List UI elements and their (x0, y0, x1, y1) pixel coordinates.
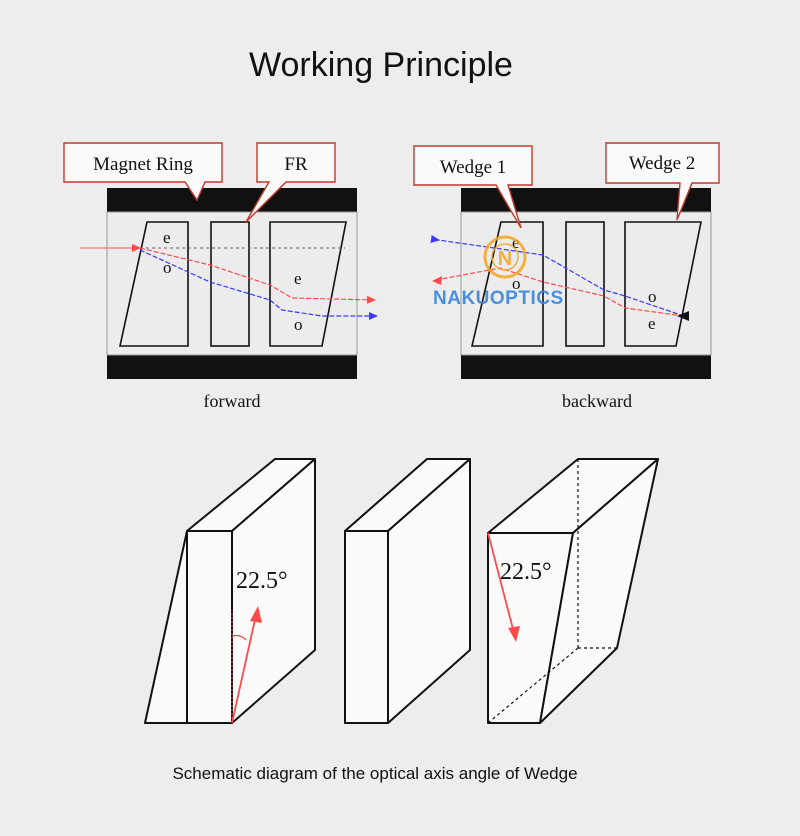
forward-faraday-rotator (210, 221, 250, 347)
backward-e-ray (435, 267, 685, 317)
forward-o-label-1: o (163, 258, 172, 277)
backward-wedge-1 (470, 221, 544, 347)
wedge-schematic (144, 458, 659, 724)
wedge-1-angle-arc (231, 634, 247, 641)
schematic-wedge-2 (487, 458, 659, 724)
backward-panel: e o o e Wedge 1 Wedge 2 N NAKUOPTICS bac… (413, 142, 720, 411)
wedge-2-callout: Wedge 2 (605, 142, 720, 221)
magnet-ring-label: Magnet Ring (93, 154, 193, 175)
optical-axis-arrows (231, 532, 520, 724)
backward-bottom-bar (461, 355, 711, 379)
backward-o-label-1: o (512, 274, 521, 293)
forward-wedge-2 (269, 221, 347, 347)
wedge-1-angle-label: 22.5° (236, 568, 288, 594)
forward-panel: e o e o Magnet Ring FR forward (63, 142, 378, 411)
forward-e-ray (139, 247, 376, 304)
wedge-2-axis-arrowhead (508, 626, 520, 642)
watermark-text: NAKUOPTICS (433, 288, 564, 309)
forward-e-label-2: e (294, 269, 302, 288)
backward-input-arrowhead (677, 311, 689, 321)
schematic-wedge-1 (144, 458, 316, 724)
diagram-caption: Schematic diagram of the optical axis an… (172, 764, 578, 783)
wedge-1-axis-arrowhead (250, 606, 262, 623)
magnet-ring-top-bar (107, 188, 357, 212)
wedge-2-hidden-edge-d (487, 647, 579, 724)
wedge-1-callout: Wedge 1 (413, 145, 533, 229)
wedge-2-axis-arrow (487, 532, 515, 634)
page-title: Working Principle (249, 46, 513, 84)
backward-o-ray (430, 235, 685, 317)
fr-label: FR (284, 154, 308, 175)
backward-wedge-2 (624, 221, 702, 347)
wedge-1-label: Wedge 1 (440, 157, 507, 178)
backward-e-label-1: e (512, 233, 520, 252)
backward-label: backward (562, 391, 632, 411)
forward-o-ray (139, 249, 378, 320)
forward-frame (106, 211, 358, 356)
watermark-logo-letter: N (498, 248, 512, 270)
backward-e-arrowhead (432, 276, 442, 285)
wedge-2-label: Wedge 2 (629, 153, 696, 174)
forward-e-label-1: e (163, 228, 171, 247)
backward-top-bar (461, 188, 711, 212)
schematic-faraday-rotator (344, 458, 471, 724)
backward-o-label-2: o (648, 287, 657, 306)
wedge-2-angle-label: 22.5° (500, 559, 552, 585)
magnet-ring-bottom-bar (107, 355, 357, 379)
nakuoptics-watermark: N NAKUOPTICS (433, 235, 564, 309)
forward-o-label-2: o (294, 315, 303, 334)
forward-label: forward (204, 391, 261, 411)
backward-e-label-2: e (648, 314, 656, 333)
forward-wedge-1 (119, 221, 189, 347)
backward-faraday-rotator (565, 221, 605, 347)
fr-callout: FR (245, 142, 336, 223)
watermark-logo-icon (483, 235, 527, 279)
magnet-ring-callout: Magnet Ring (63, 142, 223, 202)
wedge-1-axis-arrow (231, 614, 257, 724)
